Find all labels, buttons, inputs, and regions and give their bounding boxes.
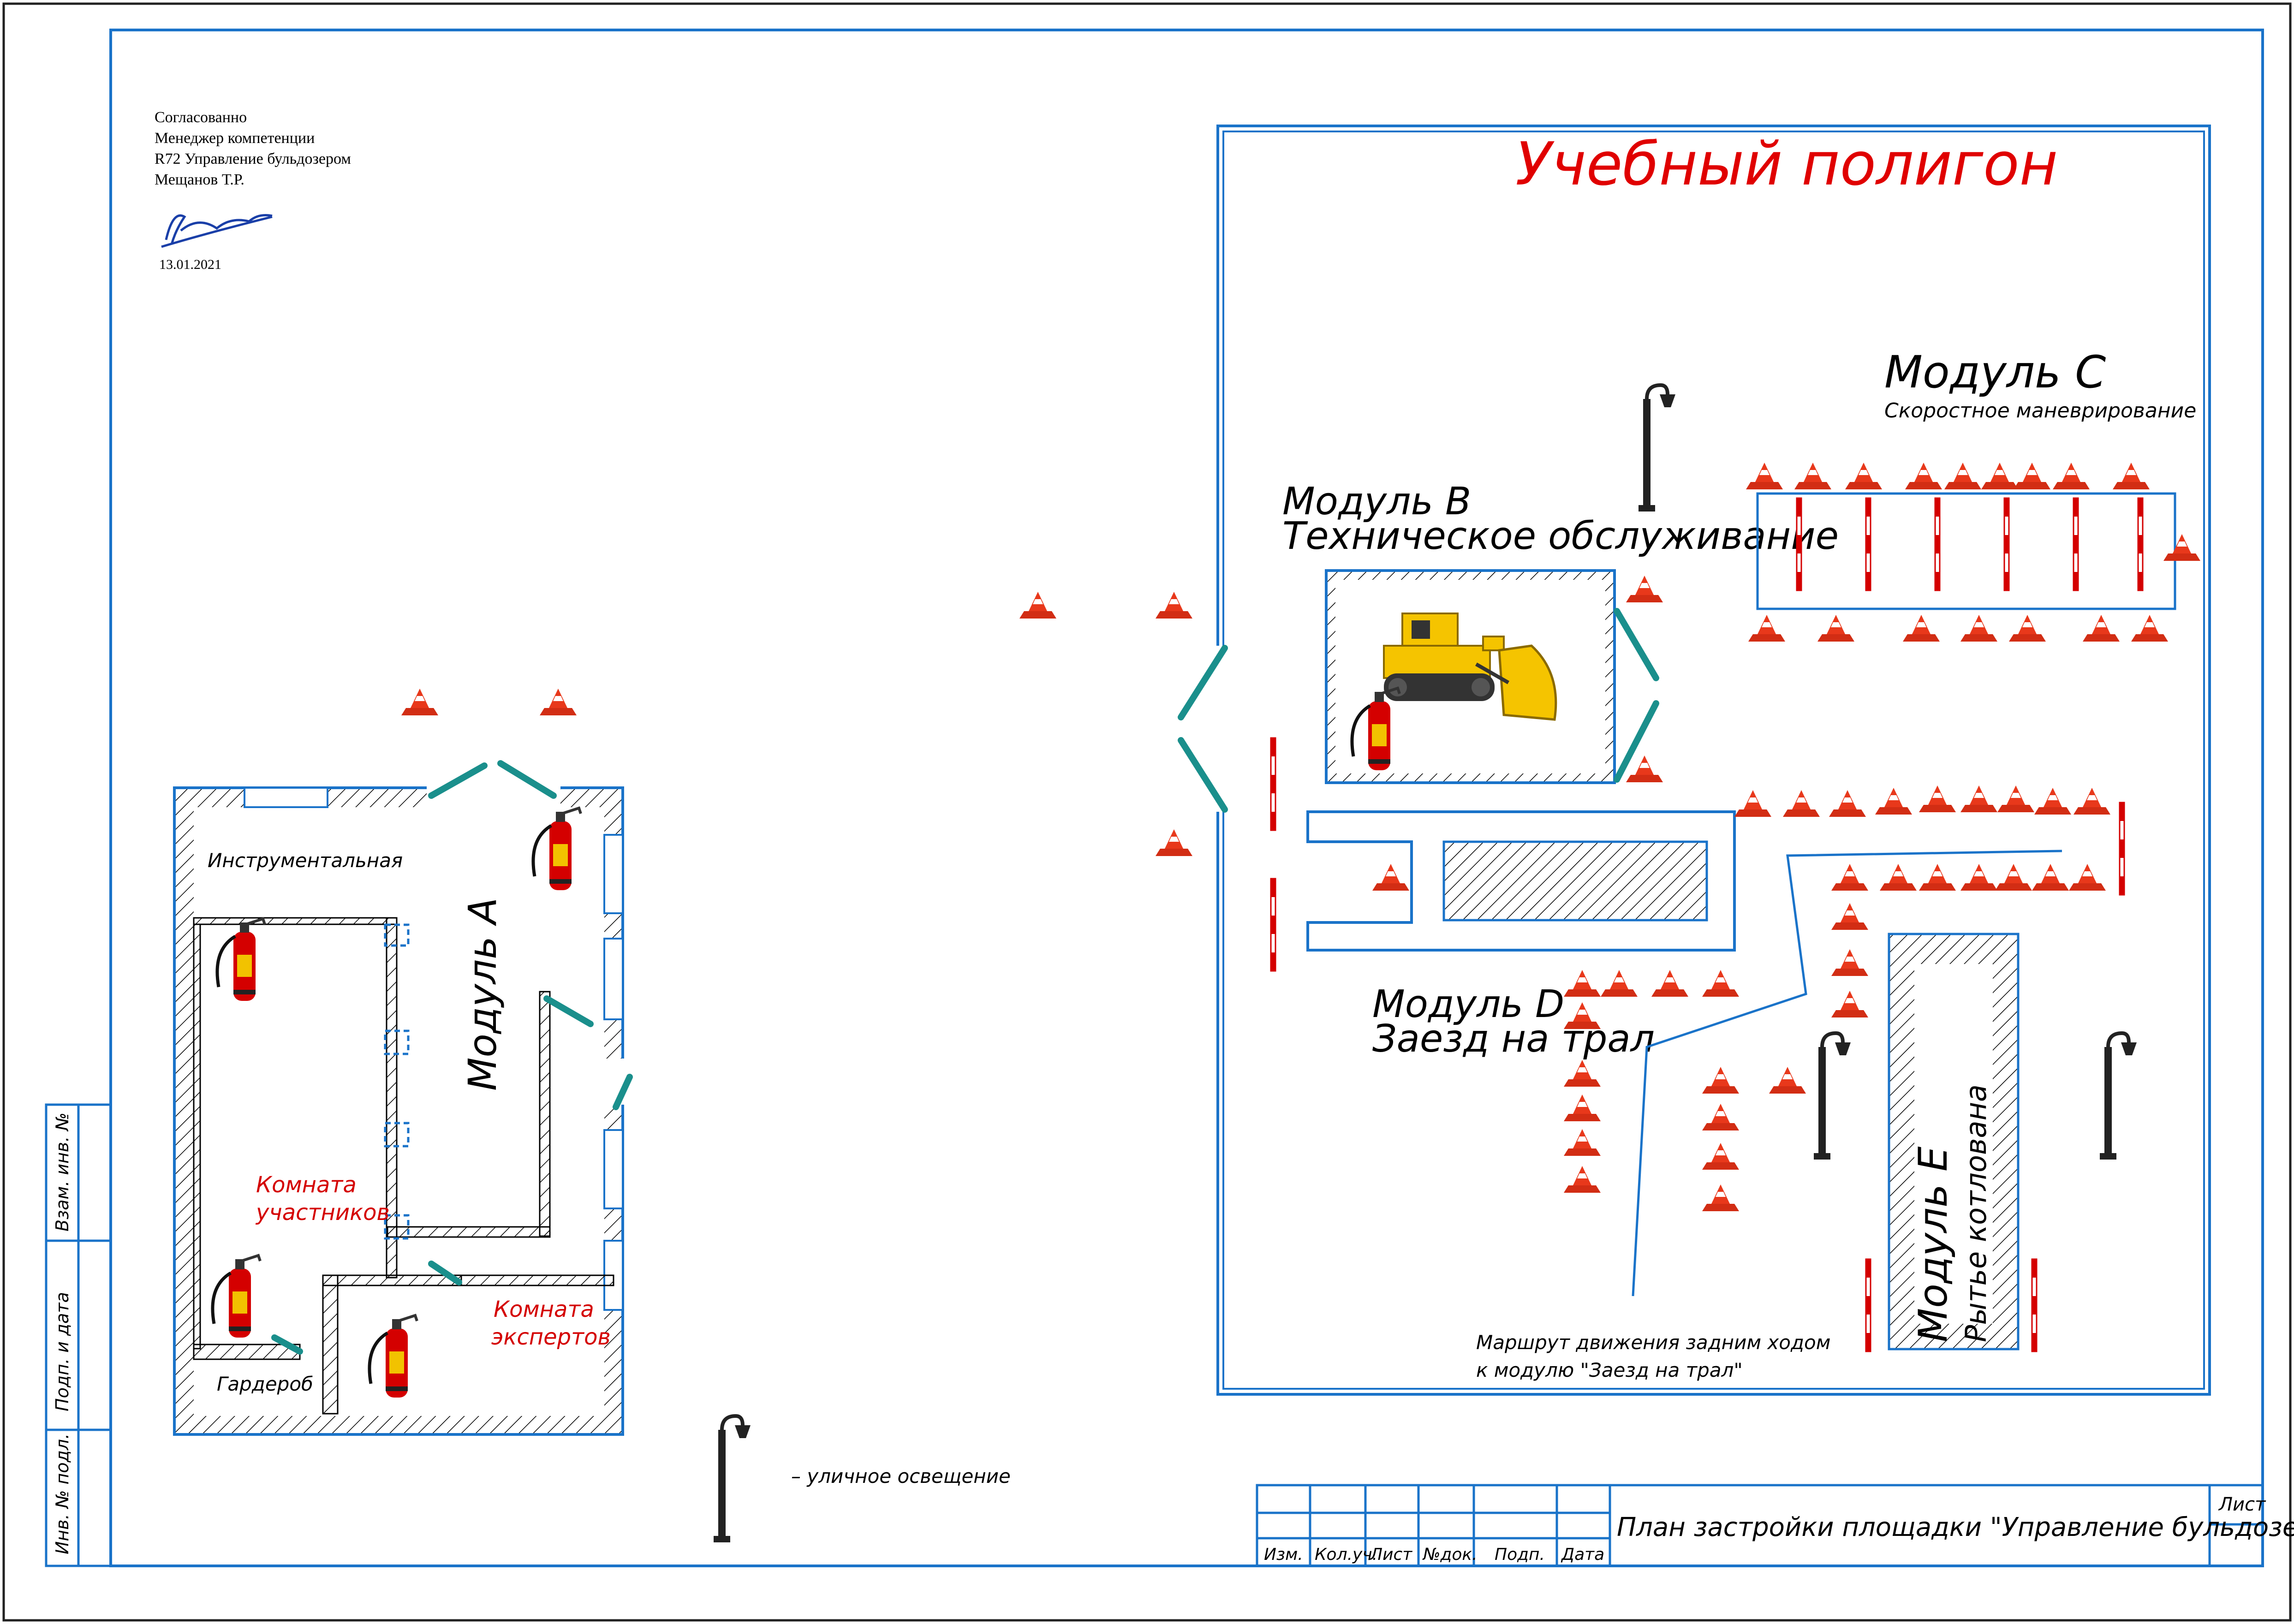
module-d-subtitle: Заезд на трал	[1372, 1017, 1655, 1061]
traffic-cone-icon	[401, 689, 438, 715]
traffic-cone-icon	[1019, 592, 1056, 619]
traffic-cone-icon	[1156, 592, 1192, 619]
approval-line4: Мещанов Т.Р.	[155, 171, 244, 188]
stamp-header-koluch: Кол.уч.	[1315, 1545, 1377, 1564]
approval-block: Согласованно Менеджер компетенции R72 Уп…	[155, 109, 351, 272]
sheet-title: План застройки площадки "Управление буль…	[1617, 1512, 2294, 1542]
module-d-title: Модуль D	[1372, 982, 1564, 1026]
marker-pole-icon	[2119, 802, 2125, 896]
module-b-area	[1325, 569, 1616, 784]
route-note-line2: к модулю "Заезд на трал"	[1476, 1359, 1743, 1381]
side-stamp-replace: Взам. инв. №	[52, 1112, 72, 1231]
route-note-line1: Маршрут движения задним ходом	[1476, 1331, 1830, 1354]
stamp-header-doc: №док.	[1422, 1545, 1478, 1564]
traffic-cone-icon	[540, 689, 577, 715]
street-light-icon	[1639, 385, 1675, 512]
approval-line3: R72 Управление бульдозером	[155, 150, 351, 167]
side-stamp-inv: Инв. № подл.	[52, 1434, 72, 1554]
wardrobe-label: Гардероб	[217, 1373, 313, 1395]
approval-date: 13.01.2021	[159, 257, 221, 272]
sheet-label: Лист	[2218, 1494, 2266, 1515]
traffic-cone-icon	[1626, 576, 1663, 602]
stamp-header-date: Дата	[1561, 1545, 1604, 1564]
street-light-icon	[2100, 1033, 2137, 1160]
training-polygon: Учебный полигон Модуль B Техническое обс…	[1156, 125, 2211, 1396]
building-module-a: Инструментальная Модуль A Гардероб Комна…	[173, 760, 633, 1436]
module-b-subtitle: Техническое обслуживание	[1282, 514, 1839, 558]
polygon-title: Учебный полигон	[1515, 130, 2058, 199]
signature	[161, 214, 273, 248]
marker-pole-icon	[1796, 497, 1802, 591]
module-d-area	[1270, 737, 1736, 972]
marker-pole-icon	[2003, 497, 2010, 591]
marker-pole-icon	[1865, 497, 1871, 591]
doors-building	[271, 760, 633, 1355]
module-e-subtitle: Рытье котлована	[1959, 1084, 1993, 1342]
module-e-title: Модуль E	[1910, 1146, 1956, 1342]
bulldozer-icon	[1383, 613, 1557, 721]
stamp-header-sign: Подп.	[1495, 1545, 1545, 1564]
participants-room-line2: участников	[255, 1200, 390, 1225]
title-block	[1256, 1484, 2264, 1567]
marker-pole-icon	[2137, 497, 2144, 591]
module-c-title: Модуль C	[1884, 346, 2106, 398]
approval-line1: Согласованно	[155, 109, 247, 126]
module-b-title: Модуль B	[1282, 480, 1471, 523]
experts-room-line2: экспертов	[491, 1324, 611, 1350]
side-stamp: Взам. инв. № Подп. и дата Инв. № подл.	[45, 1103, 112, 1567]
marker-pole-icon	[2031, 1258, 2038, 1352]
marker-pole-icon	[1270, 737, 1276, 831]
stamp-header-list: Лист	[1369, 1545, 1412, 1564]
marker-pole-icon	[1934, 497, 1941, 591]
street-light-icon	[714, 1416, 751, 1542]
experts-room-line1: Комната	[494, 1297, 594, 1322]
traffic-cone-icon	[1626, 755, 1663, 782]
inner-frame	[109, 29, 2264, 1567]
tool-room-label: Инструментальная	[208, 849, 403, 872]
reverse-route-lines	[1632, 850, 2062, 1297]
street-light-icon	[1814, 1033, 1851, 1160]
marker-pole-icon	[1270, 878, 1276, 972]
traffic-cone-icon	[1156, 829, 1192, 856]
module-c-subtitle: Скоростное маневрирование	[1884, 399, 2196, 422]
legend-street-light: – уличное освещение	[791, 1465, 1011, 1487]
module-e-area	[1831, 802, 2125, 1352]
marker-pole-icon	[2073, 497, 2079, 591]
participants-room-line1: Комната	[256, 1172, 357, 1198]
legend: – уличное освещение	[714, 1416, 1011, 1542]
side-stamp-signdate: Подп. и дата	[52, 1292, 72, 1411]
module-a-label: Модуль A	[460, 898, 505, 1091]
stamp-header-izm: Изм.	[1264, 1545, 1303, 1564]
marker-pole-icon	[1865, 1258, 1871, 1352]
approval-line2: Менеджер компетенции	[155, 130, 315, 147]
